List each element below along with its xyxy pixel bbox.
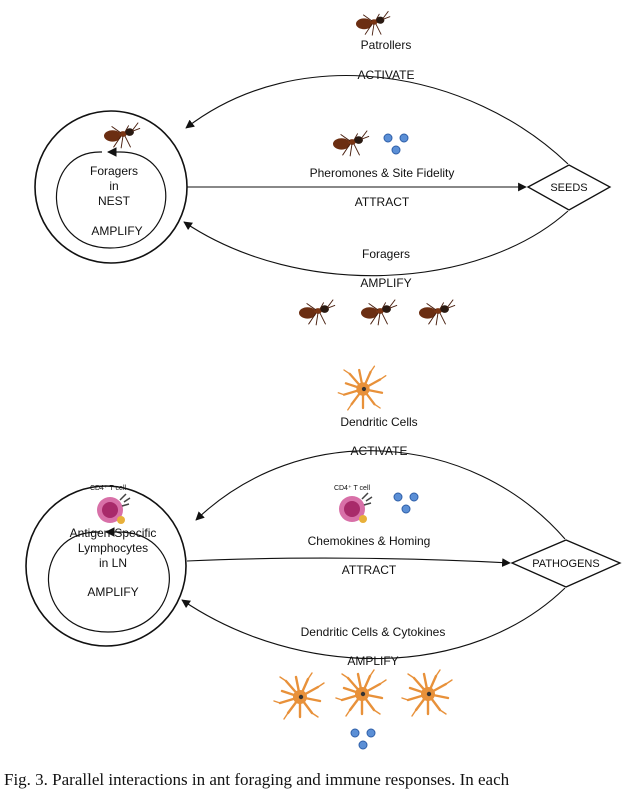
- activate-label: ACTIVATE: [351, 444, 408, 458]
- node-tcell-icon: [96, 493, 131, 525]
- node-label-line1: Antigen-Specific: [70, 526, 157, 540]
- pathogens-label: PATHOGENS: [532, 558, 599, 570]
- nest-amplify-label: AMPLIFY: [91, 224, 142, 238]
- lymph-amplify-loop: [47, 531, 170, 633]
- nest-label-line2: in: [109, 179, 118, 193]
- attract-arrow: [186, 557, 511, 567]
- cytokine-dots-icon: [350, 728, 376, 750]
- forager-ant-icon: [418, 299, 456, 326]
- seeds-node: [526, 164, 612, 211]
- bottom-diagram: CD4⁺ T cell CD4⁺ T cell Antigen-Specific…: [25, 365, 622, 750]
- dendritic-cell-icon: [334, 668, 388, 718]
- activate-label: ACTIVATE: [358, 68, 415, 82]
- activate-arrow: [195, 450, 566, 540]
- node-label-line2: Lymphocytes: [78, 541, 148, 555]
- node-label-line3: in LN: [99, 556, 127, 570]
- forager-ant-icon: [360, 299, 398, 326]
- amplify-label: AMPLIFY: [360, 276, 411, 290]
- nest-amplify-loop: [55, 151, 167, 249]
- pheromone-dots-icon: [383, 133, 409, 155]
- dc-cytokines-label: Dendritic Cells & Cytokines: [301, 625, 446, 639]
- lymph-node-circle: [25, 485, 187, 647]
- patroller-ant-icon: [355, 10, 391, 36]
- nest-label-line3: NEST: [98, 194, 131, 208]
- attract-label: ATTRACT: [355, 195, 410, 209]
- chemokines-label: Chemokines & Homing: [308, 534, 431, 548]
- node-amplify-label: AMPLIFY: [87, 585, 138, 599]
- dendritic-cell-icon: [337, 365, 387, 412]
- patrollers-label: Patrollers: [361, 38, 412, 52]
- seeds-label: SEEDS: [550, 182, 587, 194]
- pheromones-label: Pheromones & Site Fidelity: [310, 166, 455, 180]
- figure-caption: Fig. 3. Parallel interactions in ant for…: [4, 770, 510, 789]
- dendritic-cells-label: Dendritic Cells: [340, 415, 417, 429]
- top-diagram: Foragers in NEST AMPLIFY SEEDS Patroller…: [34, 10, 612, 326]
- pheromone-ant-icon: [332, 130, 370, 157]
- attract-label: ATTRACT: [342, 563, 397, 577]
- activate-arrow: [185, 74, 569, 165]
- chemokine-dots-icon: [393, 492, 419, 514]
- amplify-label: AMPLIFY: [347, 654, 398, 668]
- node-tcell-label: CD4⁺ T cell: [90, 485, 127, 492]
- dendritic-cell-icon: [272, 671, 326, 721]
- chemokine-tcell-label: CD4⁺ T cell: [334, 485, 371, 492]
- amplify-arrow: [181, 587, 566, 660]
- dendritic-cell-icon: [400, 668, 454, 718]
- amplify-arrow: [183, 210, 569, 277]
- forager-ant-icon: [298, 299, 336, 326]
- nest-label-line1: Foragers: [90, 164, 138, 178]
- pathogens-node: [510, 539, 622, 588]
- foragers-label: Foragers: [362, 247, 410, 261]
- nest-ant-icon: [103, 122, 141, 149]
- chemokine-tcell-icon: [338, 492, 373, 524]
